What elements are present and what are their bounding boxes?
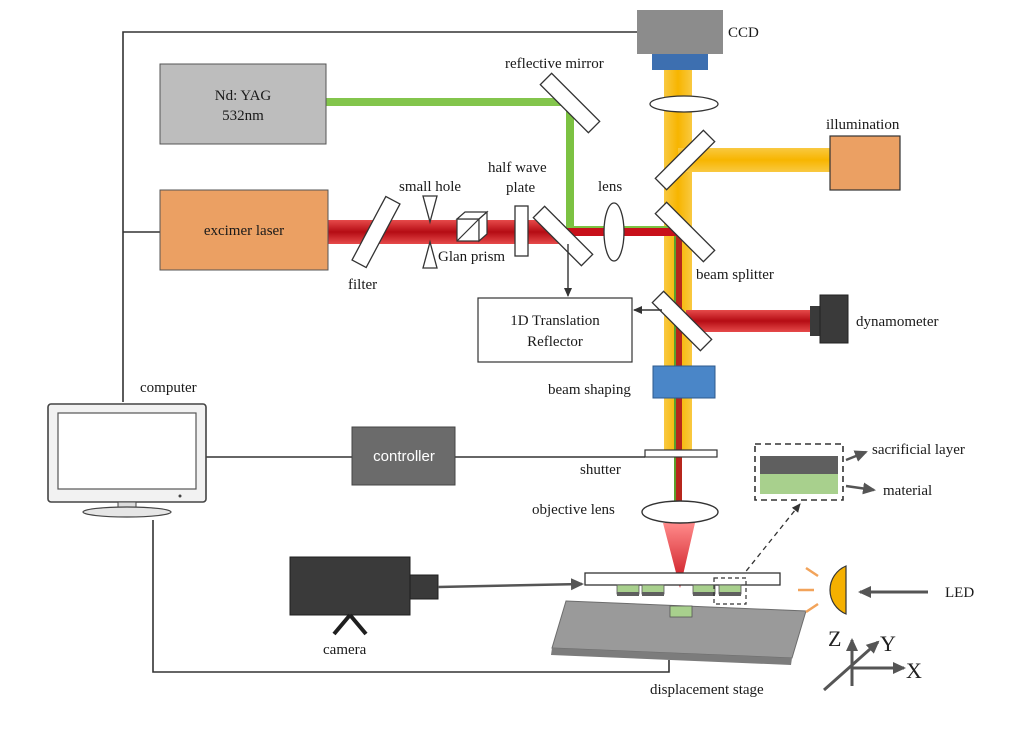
half-wave-plate-label-1: half wave — [488, 160, 547, 176]
green-beam-drop — [566, 98, 574, 230]
displacement-stage-label: displacement stage — [650, 682, 764, 698]
inset-material-layer — [760, 474, 838, 494]
nd-yag-label: Nd: YAG — [215, 88, 272, 104]
sacrificial-layer-label: sacrificial layer — [872, 442, 965, 458]
illumination-beam-splitter — [654, 129, 716, 191]
lens-label: lens — [598, 179, 622, 195]
focus-cone — [663, 523, 695, 588]
small-hole-aperture — [422, 195, 438, 269]
illumination-source-box — [829, 135, 901, 191]
ccd-lens — [649, 95, 719, 113]
displacement-stage — [551, 600, 807, 665]
glan-prism-label: Glan prism — [438, 249, 505, 265]
material-arrow — [845, 482, 876, 495]
shutter-label: shutter — [580, 462, 621, 478]
filter-label: filter — [348, 277, 377, 293]
illumination-label: illumination — [826, 117, 900, 133]
dynamometer-label: dynamometer — [856, 314, 938, 330]
nd-yag-laser-box — [159, 63, 327, 145]
dynamometer-pickoff-mirror — [651, 290, 713, 352]
translation-reflector-label-1: 1D Translation — [510, 313, 600, 329]
sample-zoom-region — [713, 577, 747, 605]
half-wave-plate-label-2: plate — [506, 180, 535, 196]
beam-shaping-label: beam shaping — [548, 382, 631, 398]
ccd-camera-icon — [637, 10, 723, 70]
beam-shaping-element — [652, 365, 716, 399]
ccd-label: CCD — [728, 25, 759, 41]
shutter — [644, 449, 718, 458]
sample-pads — [616, 584, 742, 596]
material-label: material — [883, 483, 932, 499]
led-label: LED — [945, 585, 974, 601]
sacrificial-arrow — [845, 450, 868, 462]
translation-reflector-label-2: Reflector — [527, 334, 583, 350]
beam-combining-mirror — [532, 205, 594, 267]
control-wires — [122, 31, 670, 673]
nd-yag-wavelength: 532nm — [222, 108, 264, 124]
green-beam-horizontal — [326, 98, 574, 106]
beam-splitter-label: beam splitter — [696, 267, 774, 283]
axes-icon — [823, 638, 906, 692]
small-hole-label: small hole — [399, 179, 461, 195]
excimer-laser-box — [159, 189, 329, 271]
inset-sacrificial-layer — [760, 456, 838, 474]
reflective-mirror-label: reflective mirror — [505, 56, 604, 72]
sample-slide — [584, 572, 781, 586]
half-wave-plate — [514, 205, 529, 257]
camera-view-arrow — [437, 578, 584, 591]
computer-label: computer — [140, 380, 197, 396]
inset-frame — [754, 443, 844, 501]
glan-prism — [455, 210, 489, 243]
dynamometer-icon — [810, 294, 849, 344]
controller-label: controller — [373, 448, 435, 465]
excimer-laser-label: excimer laser — [204, 223, 284, 239]
camera-label: camera — [323, 642, 367, 658]
axis-x-label: X — [906, 658, 922, 683]
controller-box — [351, 426, 456, 486]
filter — [351, 195, 401, 269]
red-beam-dynamometer — [686, 310, 814, 332]
led-icon — [798, 565, 847, 615]
camera-on-tripod-icon — [289, 556, 439, 636]
objective-lens — [641, 500, 719, 524]
beam-splitter — [654, 201, 716, 263]
axis-z-label: Z — [828, 626, 841, 651]
reflective-mirror — [539, 72, 601, 134]
objective-lens-label: objective lens — [532, 502, 615, 518]
lens — [603, 202, 625, 262]
axis-y-label: Y — [880, 631, 896, 656]
translation-reflector-box — [477, 297, 633, 363]
monitor-icon — [47, 403, 207, 518]
